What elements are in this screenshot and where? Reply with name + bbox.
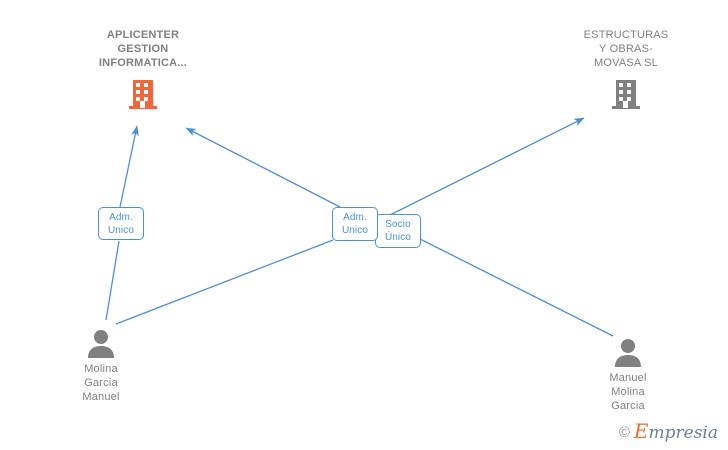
building-icon (556, 76, 696, 112)
node-company-movasa[interactable]: ESTRUCTURAS Y OBRAS- MOVASA SL (556, 28, 696, 112)
node-label-molina-garcia-manuel: Molina Garcia Manuel (82, 363, 120, 403)
relation-box-socio-unico-center[interactable]: Socio Único (375, 214, 421, 248)
watermark-brand-rest: mpresia (648, 423, 719, 443)
empresia-watermark: © Empresia (618, 421, 719, 443)
relation-box-adm-unico-left[interactable]: Adm. Unico (98, 207, 144, 240)
person-icon (588, 337, 668, 367)
node-label-movasa: ESTRUCTURAS Y OBRAS- MOVASA SL (583, 29, 669, 69)
watermark-brand: Empresia (634, 421, 719, 443)
edge-box-adm-unico-center-to-aplicenter (185, 127, 341, 208)
node-company-aplicenter[interactable]: APLICENTER GESTION INFORMATICA... (73, 28, 213, 112)
watermark-brand-initial: E (633, 419, 649, 443)
building-icon (73, 76, 213, 112)
copyright-icon: © (618, 424, 630, 441)
edge-molina-to-box-adm-unico-center (115, 239, 334, 325)
node-person-molina-garcia-manuel[interactable]: Molina Garcia Manuel (61, 328, 141, 404)
node-label-manuel-molina-garcia: Manuel Molina Garcia (609, 372, 647, 412)
person-icon (61, 328, 141, 358)
edge-molina-to-box-adm-unico-left (105, 240, 120, 321)
node-label-aplicenter: APLICENTER GESTION INFORMATICA... (98, 29, 188, 69)
edge-box-socio-unico-to-manuel (419, 238, 614, 337)
edge-box-adm-unico-left-to-aplicenter (119, 125, 139, 208)
node-person-manuel-molina-garcia[interactable]: Manuel Molina Garcia (588, 337, 668, 413)
relation-box-adm-unico-center[interactable]: Adm. Unico (332, 207, 378, 241)
